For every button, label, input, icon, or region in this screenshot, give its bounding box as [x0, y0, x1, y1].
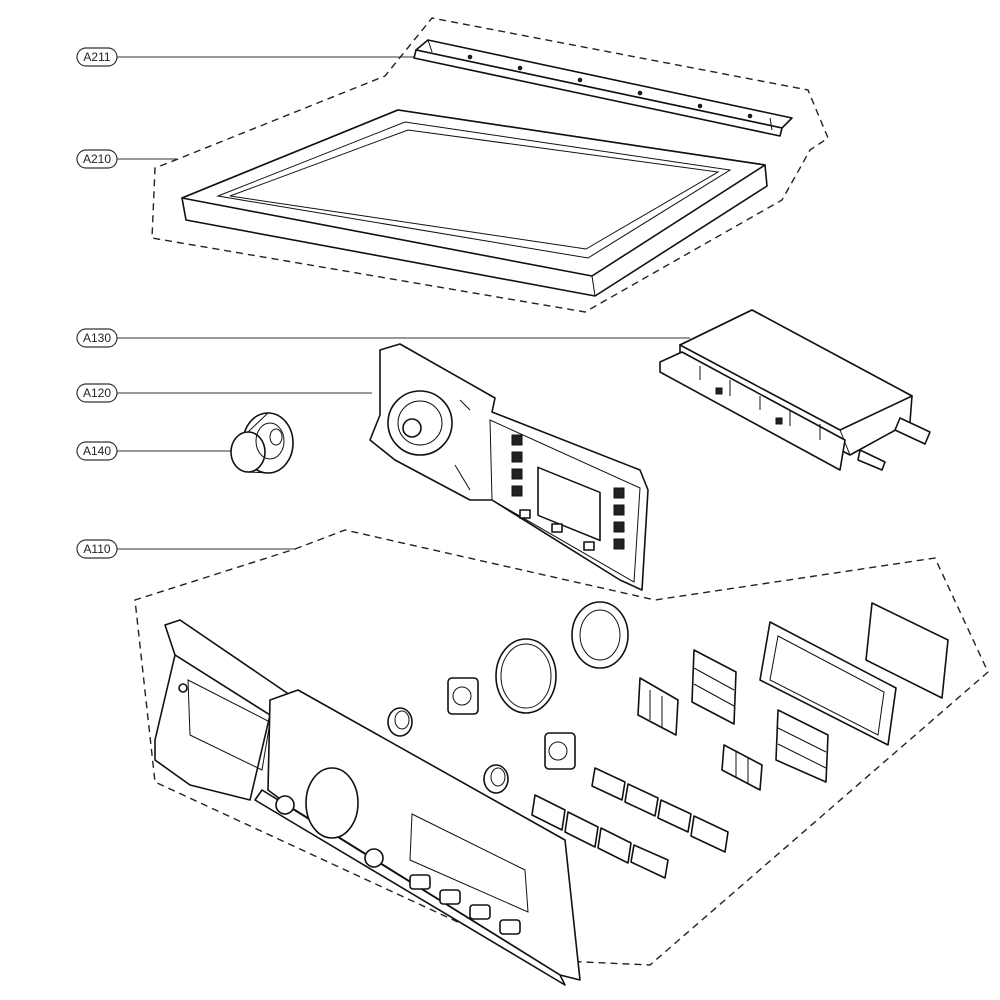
encoder-lower — [544, 732, 576, 770]
front-panel-a110 — [154, 619, 581, 986]
cap-left — [387, 707, 413, 737]
callout-a211-label: A211 — [83, 50, 110, 64]
callout-a120-label: A120 — [83, 386, 111, 400]
top-assembly-boundary — [151, 17, 829, 313]
callout-a110-label: A110 — [83, 542, 110, 556]
display-window-frame — [759, 621, 897, 746]
ring-large — [495, 638, 557, 714]
key-row-lower — [531, 794, 669, 879]
encoder-upper — [447, 677, 479, 715]
callout-a120[interactable]: A120 — [76, 383, 372, 403]
button-block-a — [637, 677, 679, 736]
knob-a140 — [230, 412, 294, 474]
bottom-assembly-boundary — [134, 529, 989, 966]
callout-a210-label: A210 — [83, 152, 111, 166]
display-lens — [865, 602, 949, 699]
callout-a211[interactable]: A211 — [76, 47, 420, 67]
bracket-rail-a211 — [413, 39, 793, 137]
ring-small — [571, 601, 629, 669]
callout-a210[interactable]: A210 — [76, 149, 178, 169]
cap-right — [483, 764, 509, 794]
callout-a130[interactable]: A130 — [76, 328, 690, 348]
top-frame-a210 — [181, 109, 768, 297]
callout-a140[interactable]: A140 — [76, 441, 238, 461]
button-block-d — [775, 709, 829, 783]
key-row-upper — [591, 767, 729, 853]
callout-a130-label: A130 — [83, 331, 111, 345]
callout-a110[interactable]: A110 — [76, 539, 295, 559]
control-box-a130 — [659, 309, 931, 471]
button-block-c — [721, 744, 763, 791]
callout-a140-label: A140 — [83, 444, 111, 458]
left-button-column — [511, 434, 523, 497]
right-button-column — [613, 487, 625, 550]
control-frame-a120 — [369, 343, 649, 591]
button-block-b — [691, 649, 737, 725]
